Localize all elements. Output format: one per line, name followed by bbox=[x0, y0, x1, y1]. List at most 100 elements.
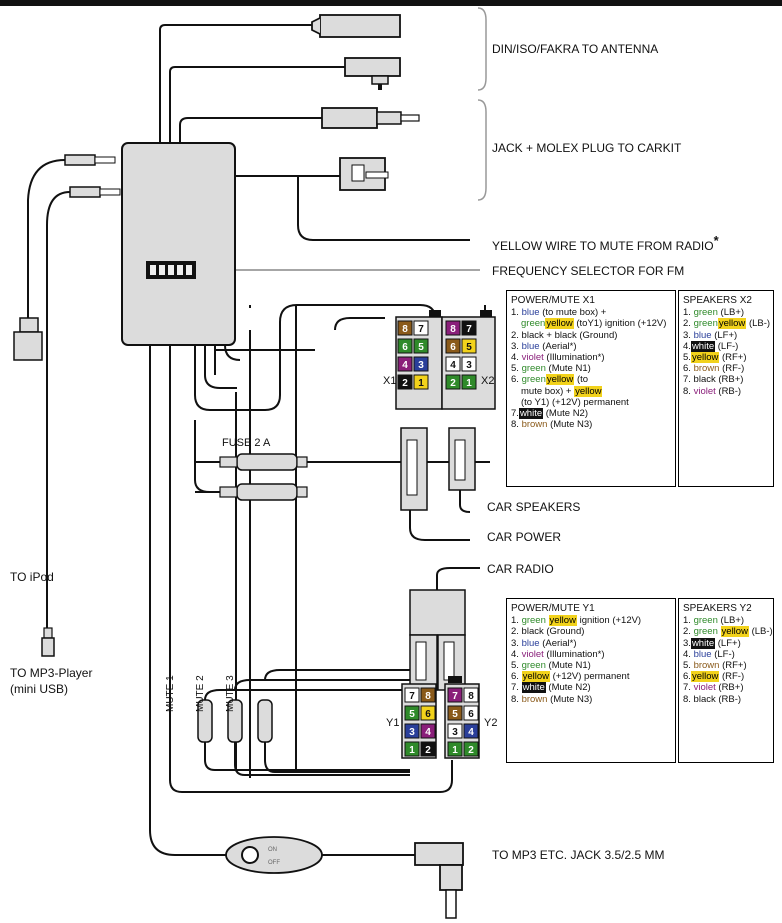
x2-pin-3 bbox=[461, 356, 477, 372]
y1-pin-8 bbox=[420, 687, 436, 703]
y2-pin-label-7: 7 bbox=[452, 691, 458, 702]
y2-pin-6 bbox=[463, 705, 479, 721]
car-power-cable bbox=[409, 510, 470, 541]
power-x1-row7: 7.white (Mute N2) bbox=[511, 408, 588, 420]
bracket-carkit bbox=[477, 99, 487, 201]
y1-pin-3 bbox=[404, 723, 420, 739]
y1-pin-label-6: 6 bbox=[425, 709, 431, 720]
y2-pin-8 bbox=[463, 687, 479, 703]
power-y1-row7: 7. white (Mute N2) bbox=[511, 682, 591, 694]
x2-pin-7 bbox=[461, 320, 477, 336]
power-mute-y1-box: POWER/MUTE Y1 1. green yellow ignition (… bbox=[506, 598, 676, 763]
fuse-wire-top bbox=[204, 345, 237, 389]
speakers-x2-row2: 2. greenyellow (LB-) bbox=[683, 318, 771, 330]
label-mute1: MUTE 1 bbox=[165, 675, 176, 712]
car-speakers-plug bbox=[448, 427, 476, 491]
label-freq-selector: FREQUENCY SELECTOR FOR FM bbox=[492, 264, 685, 278]
x1-pin-label-1: 1 bbox=[418, 378, 424, 389]
x1-pin-label-8: 8 bbox=[402, 324, 408, 335]
x2-pin-6 bbox=[445, 338, 461, 354]
label-car-speakers: CAR SPEAKERS bbox=[487, 500, 581, 514]
x2-pin-label-1: 1 bbox=[466, 378, 472, 389]
power-y1-title: POWER/MUTE Y1 bbox=[511, 603, 595, 614]
power-x1-row1b: greenyellow (toY1) ignition (+12V) bbox=[521, 318, 667, 330]
x2-pin-4 bbox=[445, 356, 461, 372]
top-rule bbox=[0, 0, 782, 6]
y1-pin-7 bbox=[404, 687, 420, 703]
speakers-x2-row1: 1. green (LB+) bbox=[683, 307, 745, 319]
label-y2: Y2 bbox=[484, 717, 498, 729]
speakers-x2-row5: 5.yellow (RF+) bbox=[683, 352, 747, 364]
mp3-plug bbox=[69, 186, 121, 198]
y2-pin-1 bbox=[447, 741, 463, 757]
mute-wire-4 bbox=[204, 740, 410, 771]
fuse-holder-2 bbox=[219, 483, 308, 501]
speakers-y2-box: SPEAKERS Y2 1. green (LB+) 2. green yell… bbox=[678, 598, 774, 763]
y2-pin-label-2: 2 bbox=[468, 745, 474, 756]
inner-wire bbox=[334, 317, 385, 331]
mute-wire-5 bbox=[234, 740, 410, 776]
y1-pin-1 bbox=[404, 741, 420, 757]
x1-pin-7 bbox=[413, 320, 429, 336]
speakers-x2-row7: 7. black (RB+) bbox=[683, 374, 744, 386]
power-x1-row1: 1. blue (to mute box) + bbox=[511, 307, 607, 319]
power-mute-x1-box: POWER/MUTE X1 1. blue (to mute box) + gr… bbox=[506, 290, 676, 487]
antenna-cable-1 bbox=[159, 24, 320, 143]
power-y1-row3: 3. blue (Aerial*) bbox=[511, 637, 577, 649]
power-x1-row6c: (to Y1) (+12V) permanent bbox=[521, 396, 629, 408]
y2-pin-4 bbox=[463, 723, 479, 739]
power-x1-row4: 4. violet (Illumination*) bbox=[511, 352, 605, 364]
y2-pin-label-3: 3 bbox=[452, 727, 458, 738]
antenna-cable-2 bbox=[169, 66, 345, 143]
x1-pin-label-5: 5 bbox=[418, 342, 424, 353]
speakers-x2-row8: 8. violet (RB-) bbox=[683, 385, 742, 397]
x2-pin-1 bbox=[461, 374, 477, 390]
power-x1-row6b: mute box) + yellow bbox=[521, 385, 603, 397]
label-fuse: FUSE 2 A bbox=[222, 437, 271, 449]
yellow-wire bbox=[297, 176, 470, 241]
label-mute3: MUTE 3 bbox=[225, 675, 236, 712]
y1-pin-label-1: 1 bbox=[409, 745, 415, 756]
power-x1-row8: 8. brown (Mute N3) bbox=[511, 419, 593, 431]
mute-wire-6 bbox=[264, 740, 410, 773]
x1-pin-3 bbox=[413, 356, 429, 372]
speakers-y2-row4: 4. blue (LF-) bbox=[683, 648, 735, 660]
x1-pin-label-2: 2 bbox=[402, 378, 408, 389]
car-power-plug bbox=[400, 427, 428, 511]
power-x1-row6: 6. greenyellow (to bbox=[511, 374, 589, 386]
y1-pin-label-7: 7 bbox=[409, 691, 415, 702]
mute-wire-2 bbox=[234, 679, 410, 691]
y2-pin-2 bbox=[463, 741, 479, 757]
y1-pin-4 bbox=[420, 723, 436, 739]
y1-pin-label-4: 4 bbox=[425, 727, 431, 738]
x2-pin-label-6: 6 bbox=[450, 342, 456, 353]
x1-pin-8 bbox=[397, 320, 413, 336]
mp3-usb-cable bbox=[46, 191, 71, 628]
label-din-antenna: DIN/ISO/FAKRA TO ANTENNA bbox=[492, 42, 659, 56]
on-off-switch[interactable] bbox=[225, 836, 323, 874]
antenna-din-plug bbox=[311, 14, 401, 38]
label-x1: X1 bbox=[383, 375, 397, 387]
y1-pin-label-5: 5 bbox=[409, 709, 415, 720]
label-mute2: MUTE 2 bbox=[195, 675, 206, 712]
power-y1-row2: 2. black (Ground) bbox=[511, 626, 585, 638]
brackets bbox=[477, 7, 487, 201]
carkit-molex-plug bbox=[339, 157, 389, 191]
y1-pin-label-8: 8 bbox=[425, 691, 431, 702]
label-jack-molex: JACK + MOLEX PLUG TO CARKIT bbox=[492, 141, 682, 155]
x2-pin-label-8: 8 bbox=[450, 324, 456, 335]
y2-pin-label-4: 4 bbox=[468, 727, 474, 738]
x1-pin-label-6: 6 bbox=[402, 342, 408, 353]
speakers-y2-title: SPEAKERS Y2 bbox=[683, 603, 752, 614]
x2-pin-label-3: 3 bbox=[466, 360, 472, 371]
x1-cable bbox=[194, 304, 436, 411]
speakers-y2-row2: 2. green yellow (LB-) bbox=[683, 626, 773, 638]
x2-pin-5 bbox=[461, 338, 477, 354]
y2-pin-5 bbox=[447, 705, 463, 721]
speakers-x2-row3: 3. blue (LF+) bbox=[683, 329, 738, 341]
label-yellow-wire: YELLOW WIRE TO MUTE FROM RADIO* bbox=[492, 234, 719, 254]
car-radio-cable bbox=[436, 567, 480, 590]
y1-pin-label-2: 2 bbox=[425, 745, 431, 756]
